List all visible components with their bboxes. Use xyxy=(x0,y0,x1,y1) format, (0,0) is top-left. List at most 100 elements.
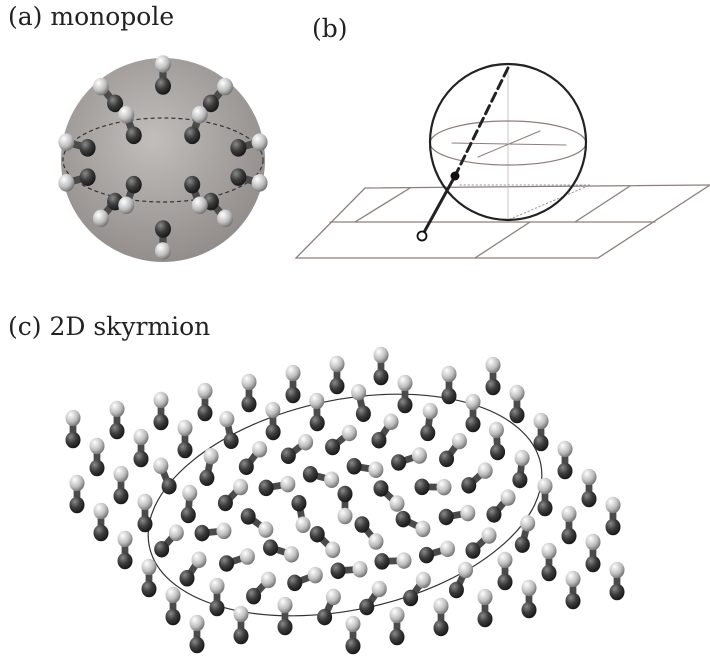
spin-arrow xyxy=(263,539,299,563)
spin-arrow xyxy=(389,606,405,646)
spin-arrow xyxy=(209,577,225,617)
spin-arrow xyxy=(330,561,368,579)
spin-arrow xyxy=(488,421,506,461)
spin-arrow xyxy=(561,505,577,545)
spin-arrow xyxy=(184,175,208,215)
spin-arrow xyxy=(194,522,232,542)
spin-arrow xyxy=(113,465,129,505)
spin-arrow xyxy=(92,192,124,228)
spin-arrow xyxy=(329,355,345,395)
panel-a-label: (a) monopole xyxy=(8,2,175,31)
spin-arrow xyxy=(486,489,516,523)
spin-arrow xyxy=(414,478,452,496)
spin-arrow xyxy=(354,516,384,550)
spin-arrow xyxy=(346,457,384,479)
spin-arrow xyxy=(521,579,537,619)
spin-arrow xyxy=(69,474,85,514)
spin-arrow xyxy=(258,475,296,497)
plane-point xyxy=(416,230,428,242)
spin-arrow xyxy=(565,570,581,610)
panel-b-label: (b) xyxy=(312,14,348,43)
spin-arrow xyxy=(117,530,133,570)
spin-arrow xyxy=(230,133,268,157)
panel-c-label: (c) 2D skyrmion xyxy=(8,312,211,341)
spin-arrow xyxy=(465,527,497,559)
spin-arrow xyxy=(433,597,449,637)
spin-arrow xyxy=(373,346,389,386)
spin-arrow xyxy=(373,480,405,512)
spin-arrow xyxy=(179,551,207,587)
spin-arrow xyxy=(371,413,399,449)
spin-arrow xyxy=(465,393,481,433)
spin-arrow xyxy=(420,402,438,442)
spin-arrow xyxy=(441,365,457,405)
spin-arrow xyxy=(89,437,105,477)
spin-arrow xyxy=(238,441,268,475)
projection-ray-dashed xyxy=(453,66,510,178)
spin-arrow xyxy=(418,540,456,564)
spin-arrow xyxy=(395,510,431,538)
projection-diagram xyxy=(294,62,710,259)
spin-arrow xyxy=(287,566,323,592)
spin-arrow xyxy=(397,374,413,414)
spin-arrow xyxy=(497,551,513,591)
spin-arrow xyxy=(133,428,149,468)
spin-arrow xyxy=(585,533,601,573)
spin-arrow xyxy=(391,447,427,471)
plane-grid-line xyxy=(574,185,631,223)
spin-arrow xyxy=(219,410,239,450)
monopole-diagram xyxy=(58,55,268,262)
spin-arrow xyxy=(337,485,353,525)
skyrmion-spins xyxy=(65,346,625,655)
spin-arrow xyxy=(109,400,125,440)
spin-arrow xyxy=(512,449,530,489)
spin-arrow xyxy=(230,168,268,192)
spin-arrow xyxy=(165,586,181,626)
spin-arrow xyxy=(309,525,341,559)
spin-arrow xyxy=(58,168,96,192)
spin-arrow xyxy=(403,571,431,607)
spin-arrow xyxy=(325,424,357,456)
projection-ray-solid xyxy=(420,174,457,238)
spin-arrow xyxy=(177,419,193,459)
spin-arrow xyxy=(155,55,171,95)
spin-arrow xyxy=(65,409,81,449)
spin-arrow xyxy=(345,615,361,655)
spin-arrow xyxy=(180,484,198,524)
spin-arrow xyxy=(359,580,387,616)
spin-arrow xyxy=(533,412,549,452)
spin-arrow xyxy=(302,465,340,489)
spin-arrow xyxy=(581,468,597,508)
spin-arrow xyxy=(141,558,157,598)
spin-arrow xyxy=(199,447,219,487)
spin-arrow xyxy=(137,493,153,533)
spin-arrow xyxy=(233,605,249,645)
sphere-equator-back xyxy=(429,120,587,144)
spin-arrow xyxy=(153,457,177,495)
spin-arrow xyxy=(461,462,493,494)
spin-arrow xyxy=(280,433,314,465)
spin-arrow xyxy=(217,478,249,512)
plane-grid-line xyxy=(474,221,531,259)
spin-arrow xyxy=(485,356,501,396)
spin-arrow xyxy=(197,382,213,422)
sphere-point xyxy=(450,171,460,181)
spin-arrow xyxy=(241,373,257,413)
spin-arrow xyxy=(477,588,493,628)
spin-arrow xyxy=(92,77,124,113)
spin-arrow xyxy=(153,391,169,431)
spin-arrow xyxy=(277,596,293,636)
spin-arrow xyxy=(240,508,274,538)
spin-arrow xyxy=(155,220,171,260)
spin-arrow xyxy=(118,175,142,215)
spin-arrow xyxy=(285,364,301,404)
spin-arrow xyxy=(291,494,311,534)
spin-arrow xyxy=(189,614,205,654)
monopole-spins xyxy=(58,55,268,260)
spin-arrow xyxy=(448,561,474,599)
skyrmion-diagram xyxy=(65,346,625,655)
spin-arrow xyxy=(605,496,621,536)
sphere-equator-front xyxy=(429,142,587,166)
spin-arrow xyxy=(439,432,467,468)
